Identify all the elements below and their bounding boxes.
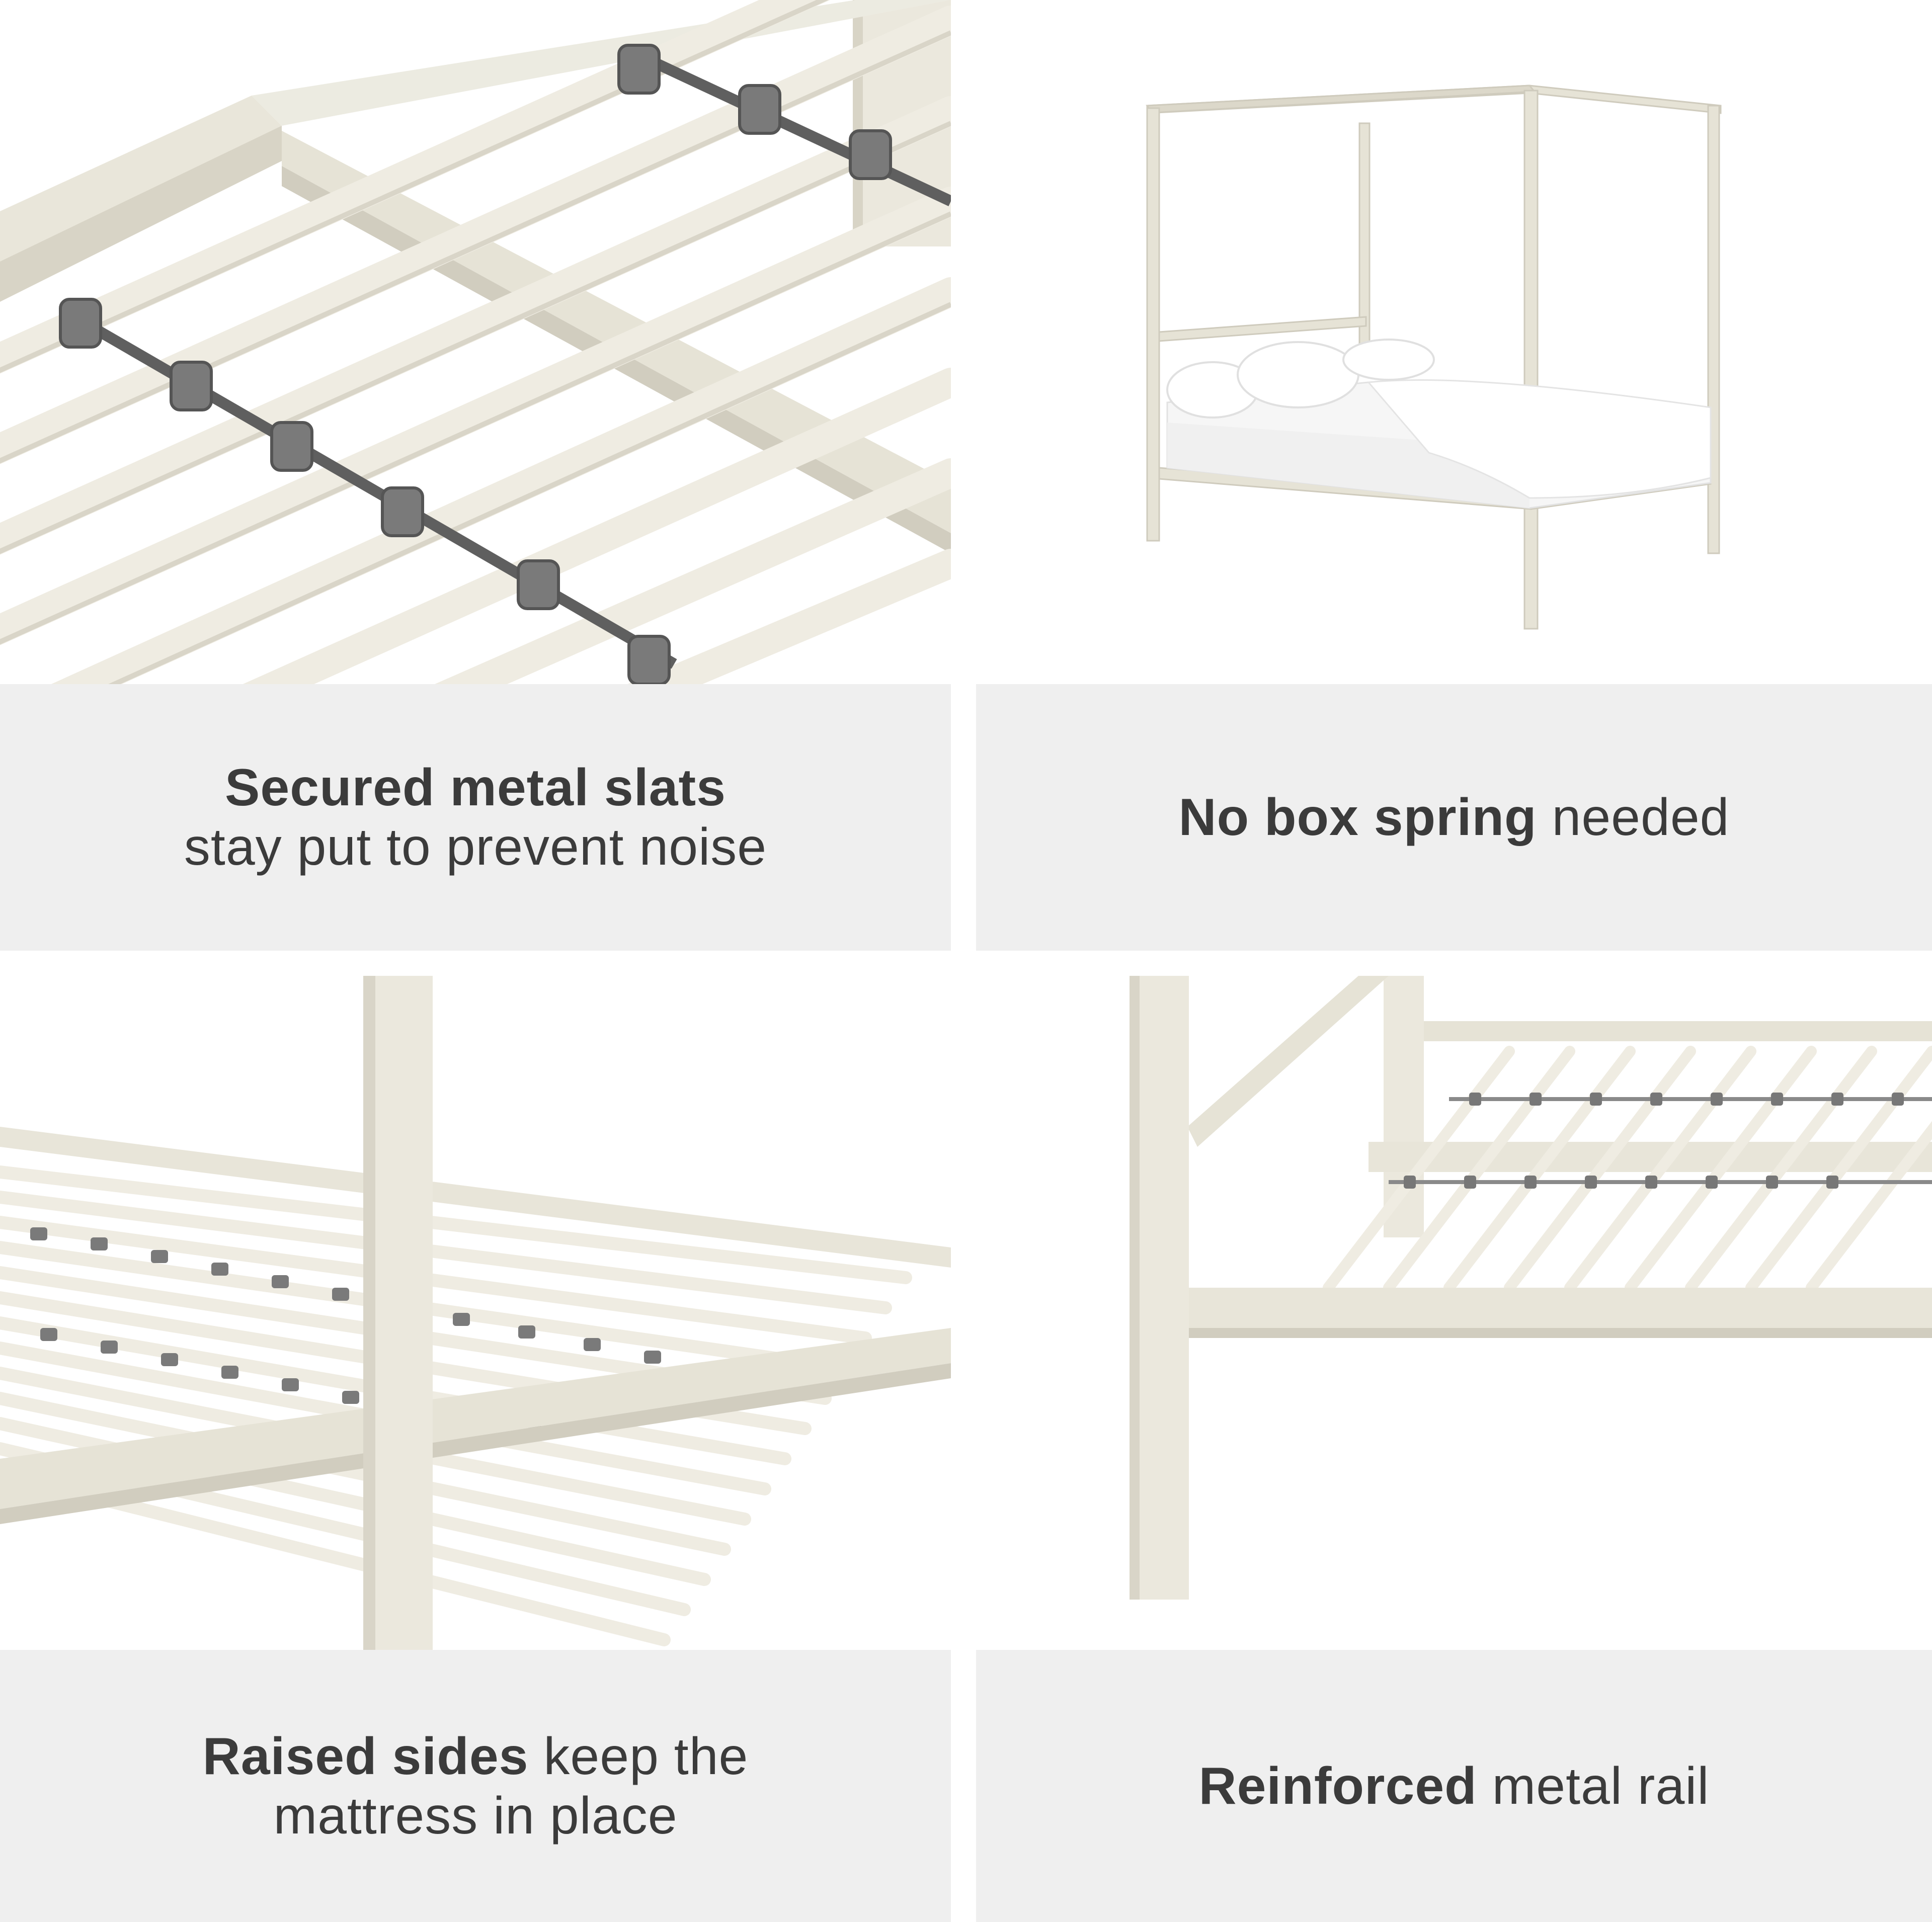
caption-line-1: No box spring needed <box>1178 788 1729 847</box>
reinforced-rail-illustration <box>1130 976 1932 1600</box>
caption-line-1: Reinforced metal rail <box>1198 1757 1709 1816</box>
caption-line-2: stay put to prevent noise <box>184 818 767 876</box>
caption-bold-text: Reinforced <box>1198 1757 1477 1815</box>
caption-raised-sides: Raised sides keep the mattress in place <box>0 1650 951 1922</box>
panel-image-secured-slats <box>0 0 951 684</box>
caption-regular-text: metal rail <box>1477 1757 1710 1815</box>
raised-sides-illustration <box>0 976 951 1650</box>
panel-image-canopy-bed <box>976 0 1932 684</box>
caption-secured-slats: Secured metal slats stay put to prevent … <box>0 684 951 951</box>
slats-closeup-illustration <box>0 0 951 684</box>
caption-bold-text: Raised sides <box>202 1727 529 1786</box>
caption-reinforced-rail: Reinforced metal rail <box>976 1650 1932 1922</box>
caption-line-1: Raised sides keep the <box>203 1727 749 1786</box>
canopy-bed-illustration <box>1146 85 1722 630</box>
panel-image-raised-sides <box>0 976 951 1650</box>
caption-line-2: mattress in place <box>273 1786 678 1845</box>
caption-line-1: Secured metal slats <box>225 758 726 817</box>
caption-bold-text: No box spring <box>1178 788 1537 847</box>
caption-regular-text: needed <box>1537 788 1730 847</box>
caption-regular-text: keep the <box>528 1727 749 1786</box>
panel-image-reinforced-rail <box>976 976 1932 1650</box>
caption-bold-text: Secured metal slats <box>225 759 726 817</box>
caption-no-box-spring: No box spring needed <box>976 684 1932 951</box>
